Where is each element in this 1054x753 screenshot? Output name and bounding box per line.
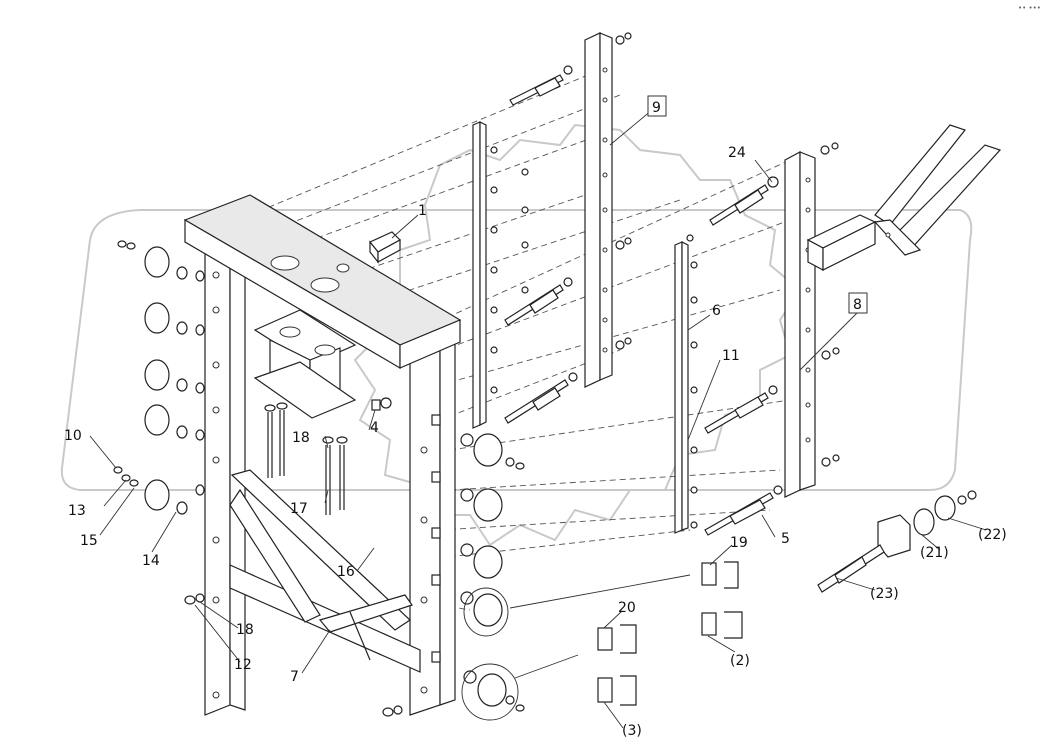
- callout-17: 17: [290, 501, 308, 517]
- callout-23: (23): [870, 586, 899, 602]
- shaft-assembly: [817, 490, 977, 593]
- callout-4: 4: [370, 420, 379, 436]
- callout-10: 10: [64, 428, 82, 444]
- callout-12: 12: [234, 657, 252, 673]
- coupling: [369, 231, 401, 264]
- callout-8: 8: [853, 297, 862, 313]
- threaded-rods-right: [704, 176, 783, 536]
- vertical-rail-9: [584, 32, 632, 388]
- threaded-rods-left: [504, 65, 578, 424]
- callout-6: 6: [712, 303, 721, 319]
- callout-box-9: [647, 95, 667, 117]
- callout-18-lower: 18: [236, 622, 254, 638]
- watermark-logo: [60, 123, 973, 547]
- callout-box-8: [848, 292, 868, 314]
- callout-16: 16: [337, 564, 355, 580]
- callout-13: 13: [68, 503, 86, 519]
- callout-2: (2): [730, 653, 750, 669]
- callout-20: 20: [618, 600, 636, 616]
- right-rollers: [431, 414, 525, 721]
- long-bolts: [264, 402, 348, 515]
- center-bracket: [253, 309, 392, 419]
- callout-labels: 1 4 5 6 7 8 9 10 11 12 13 14 15 16 17 18…: [64, 100, 1007, 739]
- callout-22: (22): [978, 527, 1007, 543]
- callout-5: 5: [781, 531, 790, 547]
- callout-14: 14: [142, 553, 160, 569]
- callout-1: 1: [418, 203, 427, 219]
- callout-18-upper: 18: [292, 430, 310, 446]
- clip-pieces: [597, 561, 743, 706]
- leader-lines: [89, 109, 987, 729]
- main-frame: [183, 194, 462, 716]
- callout-3: (3): [622, 723, 642, 739]
- callout-19: 19: [730, 535, 748, 551]
- corner-mark: •• •••: [1018, 4, 1041, 12]
- callout-11: 11: [722, 348, 740, 364]
- inner-plate: [472, 121, 487, 429]
- plate-bolts: [490, 146, 529, 394]
- callout-24: 24: [728, 145, 746, 161]
- vertical-rail-8: [784, 124, 1002, 498]
- callout-7: 7: [290, 669, 299, 685]
- callout-15: 15: [80, 533, 98, 549]
- callout-21: (21): [920, 545, 949, 561]
- plate-6: [674, 234, 698, 534]
- callout-9: 9: [652, 100, 661, 116]
